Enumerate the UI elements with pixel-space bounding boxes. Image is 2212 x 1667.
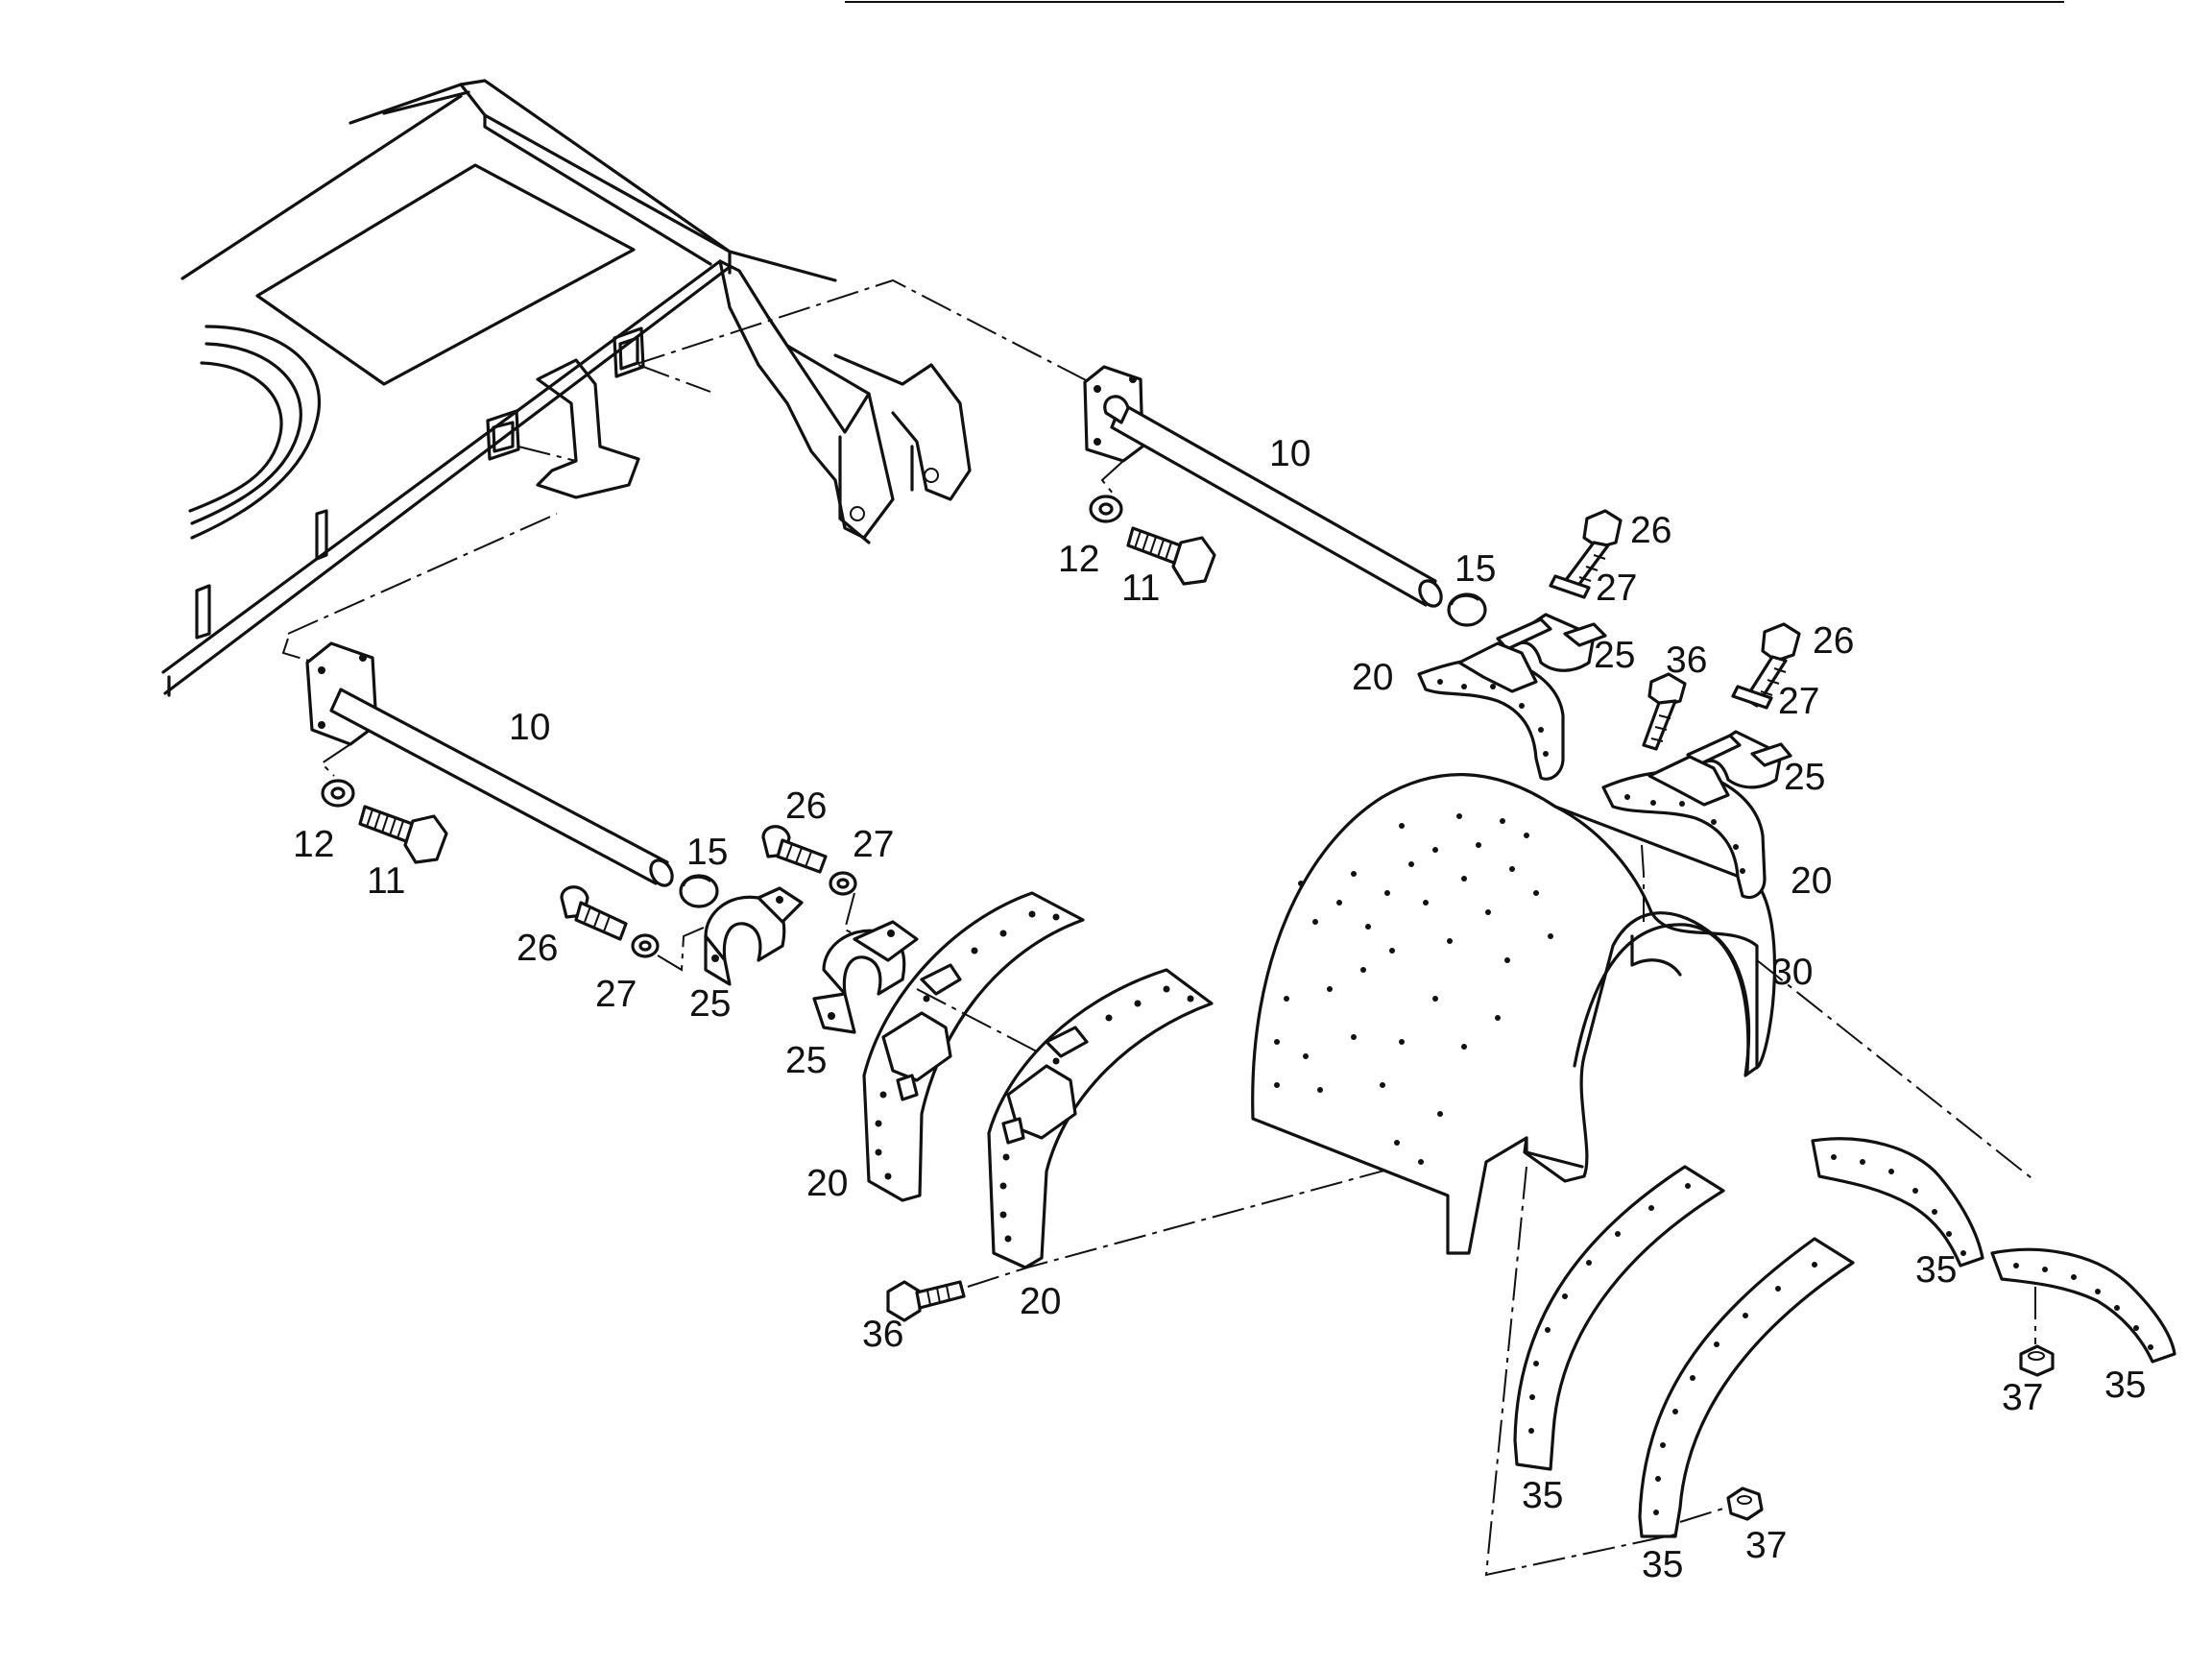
bracket-strip-35-b xyxy=(1638,1237,1855,1538)
leader-fender-to-bracket-35 xyxy=(1756,959,2036,1182)
callout-27-upper-b: 27 xyxy=(1778,681,1819,722)
callout-30-fender: 30 xyxy=(1771,952,1813,993)
leader-washer-12-lower xyxy=(320,743,351,777)
callout-25-upper-b: 25 xyxy=(1784,757,1825,798)
bracket-strip-35-d xyxy=(1990,1247,2176,1364)
callout-35-d: 35 xyxy=(2104,1365,2146,1406)
callout-20-upper-b: 20 xyxy=(1791,860,1832,902)
callout-11-upper: 11 xyxy=(1121,568,1161,609)
fender-bracket-20-lower-a xyxy=(862,891,1085,1202)
cap-15-lower xyxy=(679,874,719,908)
clamp-25-lower-b xyxy=(812,920,919,1034)
leader-fender-to-bracket-35-lower xyxy=(1484,1166,1676,1577)
callout-26-upper-a: 26 xyxy=(1630,510,1671,551)
cap-15-upper xyxy=(1447,592,1487,627)
washer-27-upper-a xyxy=(1549,574,1591,599)
washer-27-upper-b xyxy=(1731,685,1773,710)
callout-36-upper: 36 xyxy=(1666,640,1707,681)
callout-12-lower: 12 xyxy=(293,824,334,865)
callout-26-lower-b: 26 xyxy=(517,928,558,969)
callout-12-upper: 12 xyxy=(1058,539,1099,580)
callout-25-lower-b: 25 xyxy=(785,1040,827,1081)
bolt-26-lower-b xyxy=(560,885,628,941)
callout-25-upper-a: 25 xyxy=(1594,635,1635,676)
callout-36-lower: 36 xyxy=(862,1314,903,1355)
leader-line-lower-axle-a xyxy=(287,513,558,635)
axle-tube-lower xyxy=(305,641,674,887)
bolt-26-lower-a xyxy=(761,825,828,874)
bracket-strip-35-c xyxy=(1811,1137,1984,1268)
callout-27-lower-b: 27 xyxy=(595,974,637,1015)
washer-27-lower-b xyxy=(631,933,660,958)
callout-10-lower: 10 xyxy=(509,707,550,748)
leader-clamp-to-bracket xyxy=(916,988,1038,1052)
callout-15-upper: 15 xyxy=(1455,548,1496,590)
leader-washer-12-upper xyxy=(1100,460,1124,495)
fender-bracket-20-lower-b xyxy=(987,968,1214,1269)
bolt-11-lower xyxy=(358,805,448,864)
callout-15-lower: 15 xyxy=(686,832,728,873)
callout-37-upper: 37 xyxy=(2002,1377,2043,1418)
fender-rivet-holes xyxy=(1274,813,1553,1165)
callout-10-upper: 10 xyxy=(1269,433,1310,474)
callout-37-lower: 37 xyxy=(1745,1525,1787,1566)
bracket-strip-35-a xyxy=(1513,1165,1725,1471)
nut-37-lower xyxy=(1726,1486,1764,1521)
bolt-11-upper xyxy=(1126,526,1216,586)
leader-bolt-36-to-fender xyxy=(967,1161,1417,1288)
fender-bracket-20-upper-b xyxy=(1601,755,1767,900)
nut-37-upper xyxy=(2019,1344,2055,1377)
leader-washer-27-b xyxy=(657,926,707,972)
axle-tube-upper xyxy=(1083,365,1443,608)
washer-12-upper xyxy=(1089,495,1123,523)
callout-labels: 10 12 11 15 26 27 25 20 36 26 27 25 20 3… xyxy=(293,433,2146,1585)
leader-line-lower-axle-b xyxy=(281,638,332,668)
clamp-25-upper-b xyxy=(1686,730,1792,789)
callout-11-lower: 11 xyxy=(367,860,406,902)
callout-35-c: 35 xyxy=(1915,1249,1957,1291)
washer-27-lower-a xyxy=(829,871,857,896)
callout-25-lower-a: 25 xyxy=(689,983,731,1025)
trailer-frame xyxy=(161,79,972,697)
callout-20-lower-a: 20 xyxy=(806,1163,848,1204)
mudguard-fender-30 xyxy=(1251,773,1777,1255)
fender-bracket-20-upper-a xyxy=(1417,641,1565,781)
washer-12-lower xyxy=(321,779,355,808)
leader-bolt-36-upper xyxy=(1641,844,1645,922)
leader-nut-37-lower xyxy=(1679,1507,1727,1523)
bolt-36-upper xyxy=(1642,672,1687,751)
callout-26-upper-b: 26 xyxy=(1813,620,1854,662)
clamp-25-lower-a xyxy=(704,886,804,986)
bolt-26-upper-b xyxy=(1743,622,1801,708)
callout-35-a: 35 xyxy=(1522,1475,1563,1516)
callout-20-lower-b: 20 xyxy=(1020,1281,1061,1322)
callout-26-lower-a: 26 xyxy=(785,785,827,827)
callout-20-upper-a: 20 xyxy=(1352,657,1393,698)
callout-35-b: 35 xyxy=(1642,1544,1683,1585)
bolt-36-lower xyxy=(886,1280,966,1322)
leader-line-upper-axle xyxy=(633,278,1091,383)
callout-27-lower-a: 27 xyxy=(853,824,894,865)
callout-27-upper-a: 27 xyxy=(1596,568,1637,609)
